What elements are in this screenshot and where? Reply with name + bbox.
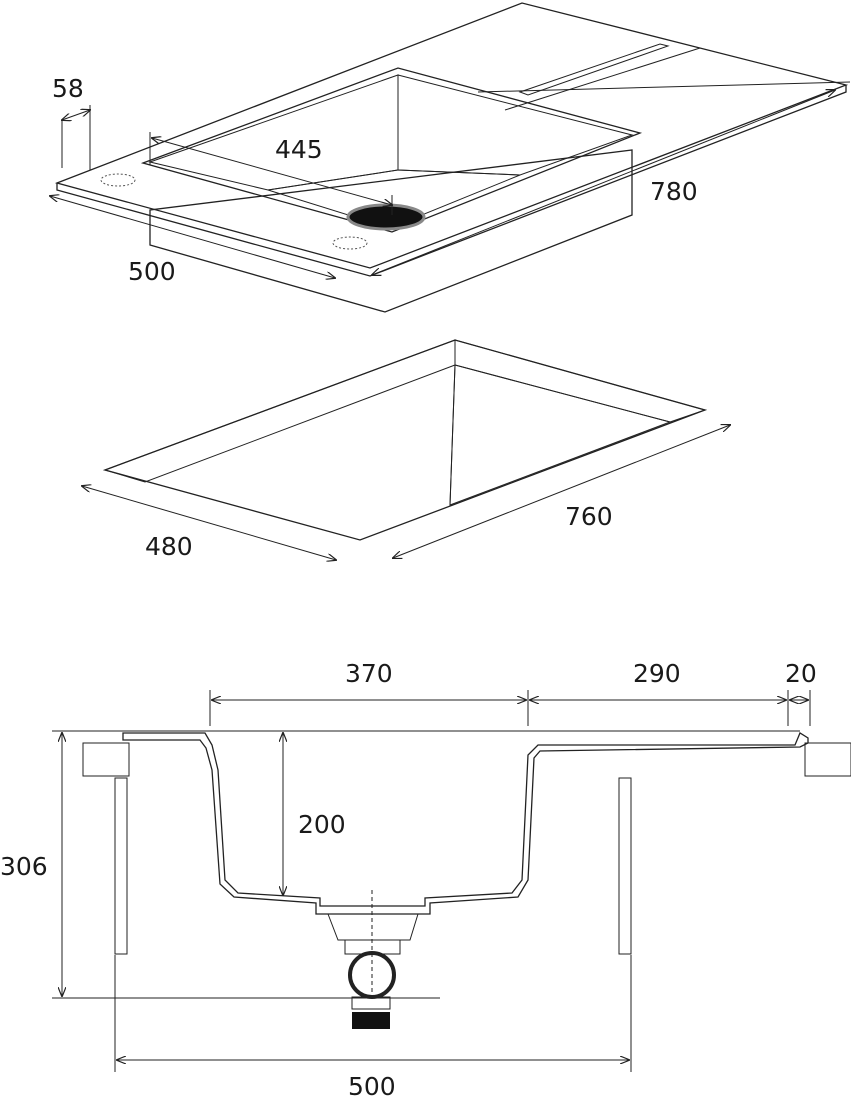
dim-drainer-length: 290 — [633, 659, 681, 688]
tap-hole-icon — [100, 173, 136, 187]
dim-cutout-length: 760 — [565, 502, 613, 531]
cabinet-wall-right — [618, 777, 632, 955]
sink-cross-section: 370 290 20 200 306 500 — [0, 659, 851, 1100]
dim-cutout-depth: 480 — [145, 532, 193, 561]
waste-outlet — [352, 1012, 390, 1029]
sink-top-surface — [54, 2, 849, 269]
dim-bowl-width: 445 — [275, 135, 323, 164]
drain-hole — [346, 203, 426, 231]
dim-bowl-length: 370 — [345, 659, 393, 688]
dim-rim-overhang: 20 — [785, 659, 817, 688]
worktop-left — [82, 742, 130, 777]
cabinet-wall-left — [114, 777, 128, 955]
dim-total-height: 306 — [0, 852, 48, 881]
worktop-cutout-view: 480 760 — [82, 339, 730, 561]
dim-overall-depth: 500 — [128, 257, 176, 286]
sink-profile — [122, 732, 809, 915]
overflow-hole-icon — [332, 236, 368, 250]
worktop-right — [804, 742, 851, 777]
sink-body — [149, 149, 633, 313]
drain-trap — [327, 913, 419, 941]
sink-isometric-view: 58 445 780 500 — [50, 2, 851, 313]
dim-tap-offset: 58 — [52, 74, 84, 103]
cutout-outline — [102, 339, 708, 541]
dim-overall-length: 780 — [650, 177, 698, 206]
dim-cabinet-width: 500 — [348, 1072, 396, 1100]
dim-bowl-depth: 200 — [298, 810, 346, 839]
